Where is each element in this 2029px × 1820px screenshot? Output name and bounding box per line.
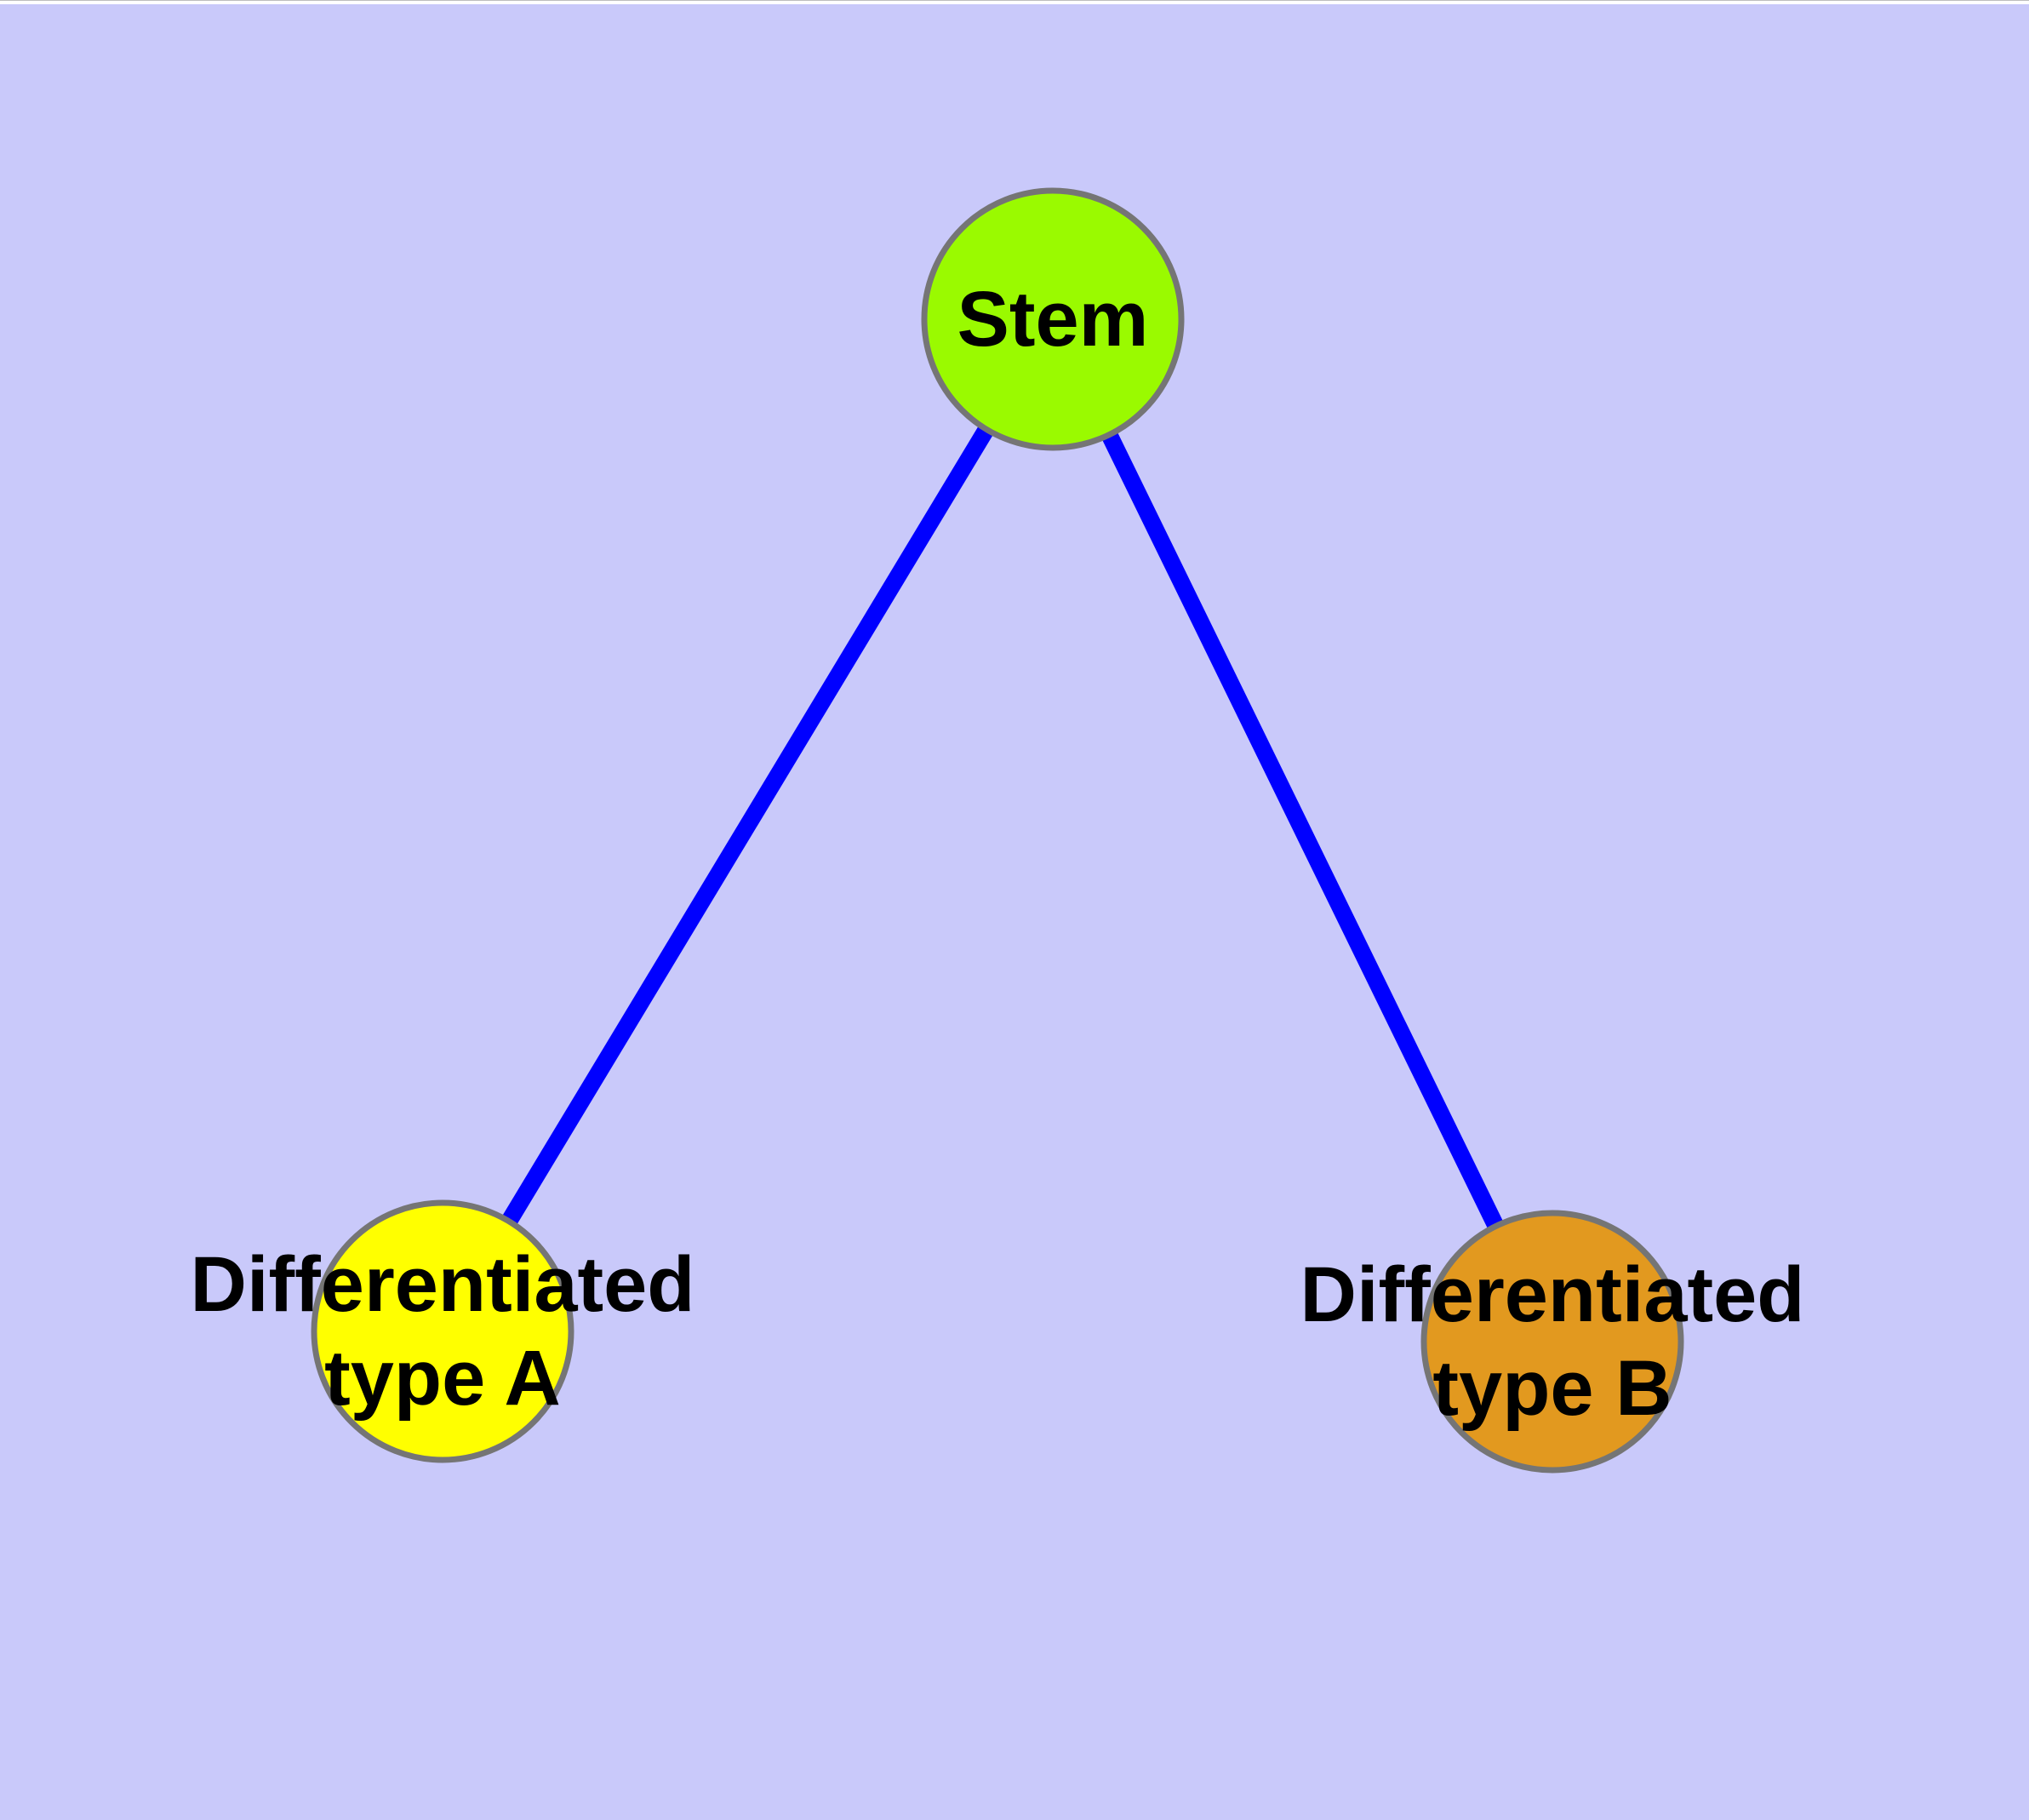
edge-stem-to-differentiated-type-b [1045, 315, 1560, 1346]
node-differentiated-type-b-circle [1420, 1210, 1684, 1474]
edge-stem-to-differentiated-type-a [435, 314, 1060, 1336]
window-top-border [0, 0, 2029, 4]
node-differentiated-type-a-circle [311, 1199, 574, 1463]
node-stem-circle [921, 187, 1185, 451]
